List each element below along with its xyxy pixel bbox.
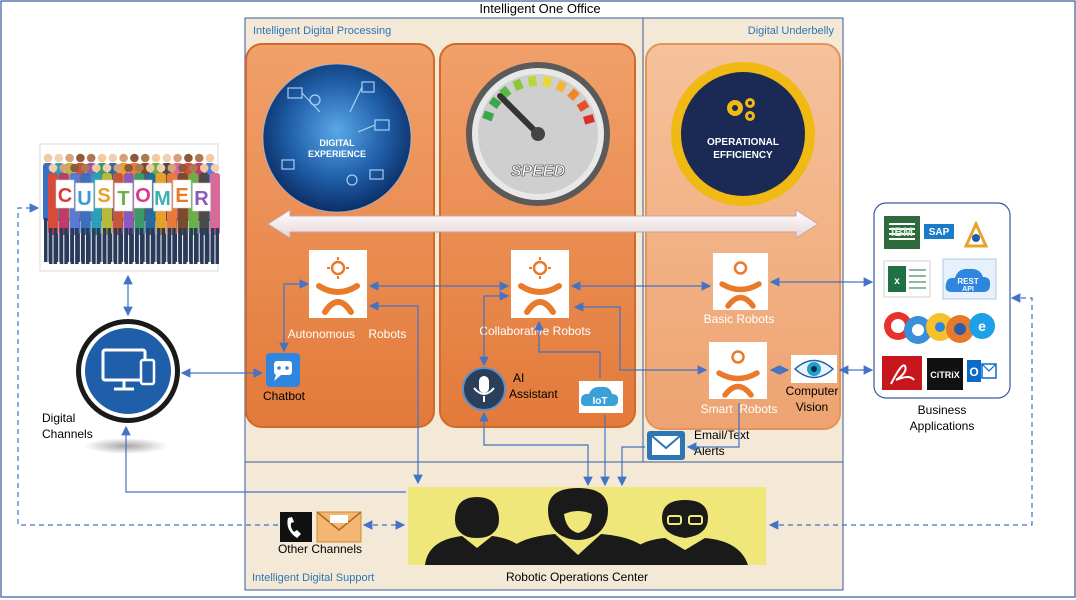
operational-efficiency-line1: OPERATIONAL	[707, 137, 779, 148]
connector-email-roc	[617, 446, 645, 487]
operational-efficiency-line2: EFFICIENCY	[713, 150, 773, 161]
connector-collaborative-ai-assistant	[479, 291, 510, 367]
robot-icon-smart	[709, 342, 767, 399]
speed-label: SPEED	[511, 163, 566, 180]
connector-other-channels-customer	[17, 203, 278, 526]
diagram-title: Intelligent One Office	[479, 1, 600, 16]
business-applications-label-line2: Applications	[910, 419, 975, 433]
robot-icon-autonomous	[309, 250, 367, 318]
digital-experience-line2: EXPERIENCE	[308, 149, 366, 159]
connector-ai-assistant-roc	[479, 411, 593, 487]
digital-channels-icon	[76, 319, 180, 423]
ai-assistant-microphone-icon	[462, 367, 506, 411]
computer-vision-eye-icon	[791, 355, 837, 383]
basic-robots-label: Basic Robots	[704, 312, 775, 326]
ai-assistant-label-line1: AI	[513, 371, 524, 385]
chatbot-label: Chatbot	[263, 389, 306, 403]
email-alerts-icon	[647, 431, 685, 460]
email-alerts-label-line2: Alerts	[694, 444, 725, 458]
integration-double-arrow	[267, 209, 819, 239]
customer-letter: C	[58, 185, 72, 207]
email-alerts-label-line1: Email/Text	[694, 428, 750, 442]
robot-icon-basic	[713, 253, 768, 310]
rest-api-text-line1: REST	[957, 277, 978, 286]
autonomous-robots-label: Autonomous Robots	[288, 327, 407, 341]
digital-channels-label-line2: Channels	[42, 427, 93, 441]
digital-channels-label-line1: Digital	[42, 411, 75, 425]
iot-cloud-icon: IoT	[579, 381, 623, 413]
connector-roc-business-apps	[768, 293, 1033, 530]
digital-experience-graphic: DIGITAL EXPERIENCE	[262, 63, 412, 213]
digital-experience-line1: DIGITAL	[319, 138, 355, 148]
connector-roc-digital-channels	[121, 425, 406, 493]
roc-label: Robotic Operations Center	[506, 570, 648, 584]
rest-api-text-line2: API	[962, 286, 974, 293]
sap-logo-text: SAP	[929, 227, 950, 238]
customer-letter: M	[154, 188, 171, 210]
other-channels-label: Other Channels	[278, 542, 362, 556]
customer-letter: T	[117, 188, 129, 210]
robot-icon-collaborative	[511, 250, 569, 318]
mail-channel-icon	[316, 511, 362, 543]
dashed-connectors	[17, 203, 1033, 530]
svg-text:IoT: IoT	[593, 396, 608, 407]
ai-assistant-label-line2: Assistant	[509, 387, 558, 401]
section-support-label: Intelligent Digital Support	[252, 572, 374, 584]
connectors	[121, 274, 874, 493]
connector-collaborative-smart	[573, 302, 708, 375]
connector-autonomous-chatbot	[279, 279, 310, 353]
computer-vision-label-line1: Computer	[786, 384, 839, 398]
robotic-operations-center-graphic	[408, 487, 766, 565]
chatbot-icon	[266, 353, 300, 387]
customer-letter: O	[135, 185, 151, 207]
customer-letter: R	[194, 188, 209, 210]
ibm-logo-text: IBM	[891, 225, 913, 239]
customer-letter: S	[97, 185, 110, 207]
phone-icon	[280, 512, 312, 542]
customer-letter: U	[77, 188, 91, 210]
business-applications-panel: SAP x REST API e CiTRiX O IBM	[873, 202, 1011, 399]
customer-letter: E	[175, 185, 188, 207]
svg-text:e: e	[978, 318, 986, 334]
section-underbelly-label: Digital Underbelly	[748, 25, 835, 37]
collaborative-robots-label: Collaborative Robots	[479, 324, 590, 338]
speed-gauge-graphic: SPEED	[466, 62, 610, 206]
outlook-logo-text: O	[969, 365, 978, 379]
svg-text:x: x	[894, 276, 900, 287]
connector-autonomous-roc	[368, 301, 423, 485]
section-processing-label: Intelligent Digital Processing	[253, 25, 391, 37]
computer-vision-label-line2: Vision	[796, 400, 828, 414]
connector-smart-email	[686, 403, 740, 452]
citrix-logo-text: CiTRiX	[930, 370, 960, 380]
business-applications-label-line1: Business	[918, 403, 967, 417]
operational-efficiency-graphic: OPERATIONAL EFFICIENCY	[671, 62, 815, 206]
